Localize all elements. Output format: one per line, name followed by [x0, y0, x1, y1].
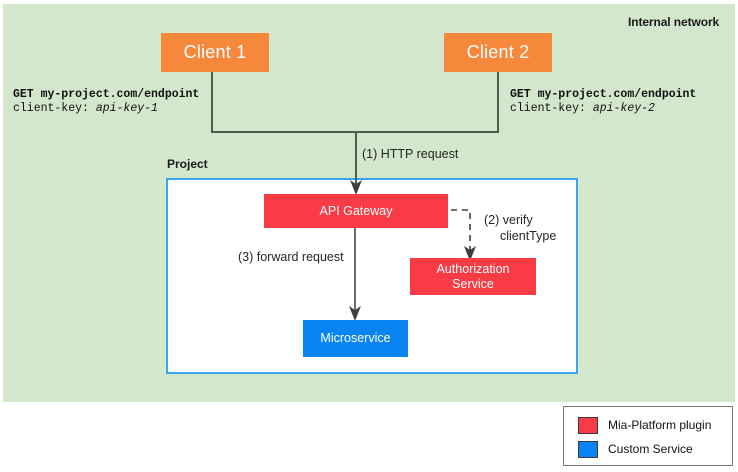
http-request-edge-label: (1) HTTP request: [362, 147, 459, 161]
authorization-service-node[interactable]: Authorization Service: [410, 258, 536, 295]
http-request-arrow: [350, 131, 362, 195]
verify-clienttype-arrow: [440, 209, 476, 261]
client-1-request-annotation: GET my-project.com/endpoint client-key: …: [13, 88, 199, 116]
legend: Mia-Platform plugin Custom Service: [563, 406, 733, 466]
authorization-service-label: Authorization Service: [437, 262, 510, 292]
client-2-label: Client 2: [466, 42, 530, 62]
verify-edge-label-line2: clientType: [500, 229, 557, 243]
verify-clienttype-edge-label: (2) verify clientType: [484, 212, 556, 244]
client-1-node[interactable]: Client 1: [161, 33, 269, 72]
client-2-node[interactable]: Client 2: [444, 33, 552, 72]
api-gateway-label: API Gateway: [319, 203, 393, 218]
client-2-connector-line: [497, 71, 499, 133]
legend-label-plugin: Mia-Platform plugin: [608, 418, 712, 432]
project-label: Project: [167, 157, 208, 171]
microservice-node[interactable]: Microservice: [303, 320, 408, 357]
client-2-request-line: GET my-project.com/endpoint: [510, 88, 697, 101]
forward-request-arrow: [349, 227, 361, 321]
authorization-service-label-line2: Service: [452, 276, 494, 291]
forward-request-edge-label: (3) forward request: [238, 250, 344, 264]
verify-edge-label-line1: (2) verify: [484, 213, 533, 227]
legend-swatch-plugin-icon: [578, 416, 598, 434]
client-2-header-value: api-key-2: [592, 102, 655, 115]
legend-item-plugin: Mia-Platform plugin: [578, 413, 732, 437]
client-1-header-name: client-key:: [13, 102, 89, 115]
microservice-label: Microservice: [320, 331, 391, 345]
internal-network-label: Internal network: [628, 15, 720, 29]
client-1-request-line: GET my-project.com/endpoint: [13, 88, 200, 101]
client-1-header-value: api-key-1: [95, 102, 158, 115]
legend-item-custom-service: Custom Service: [578, 437, 732, 461]
api-gateway-node[interactable]: API Gateway: [264, 194, 448, 228]
legend-label-custom-service: Custom Service: [608, 442, 693, 456]
legend-swatch-custom-service-icon: [578, 440, 598, 458]
client-2-header-name: client-key:: [510, 102, 586, 115]
client-1-connector-line: [211, 71, 213, 133]
client-2-request-annotation: GET my-project.com/endpoint client-key: …: [510, 88, 696, 116]
authorization-service-label-line1: Authorization: [436, 261, 510, 276]
client-1-label: Client 1: [183, 42, 247, 62]
